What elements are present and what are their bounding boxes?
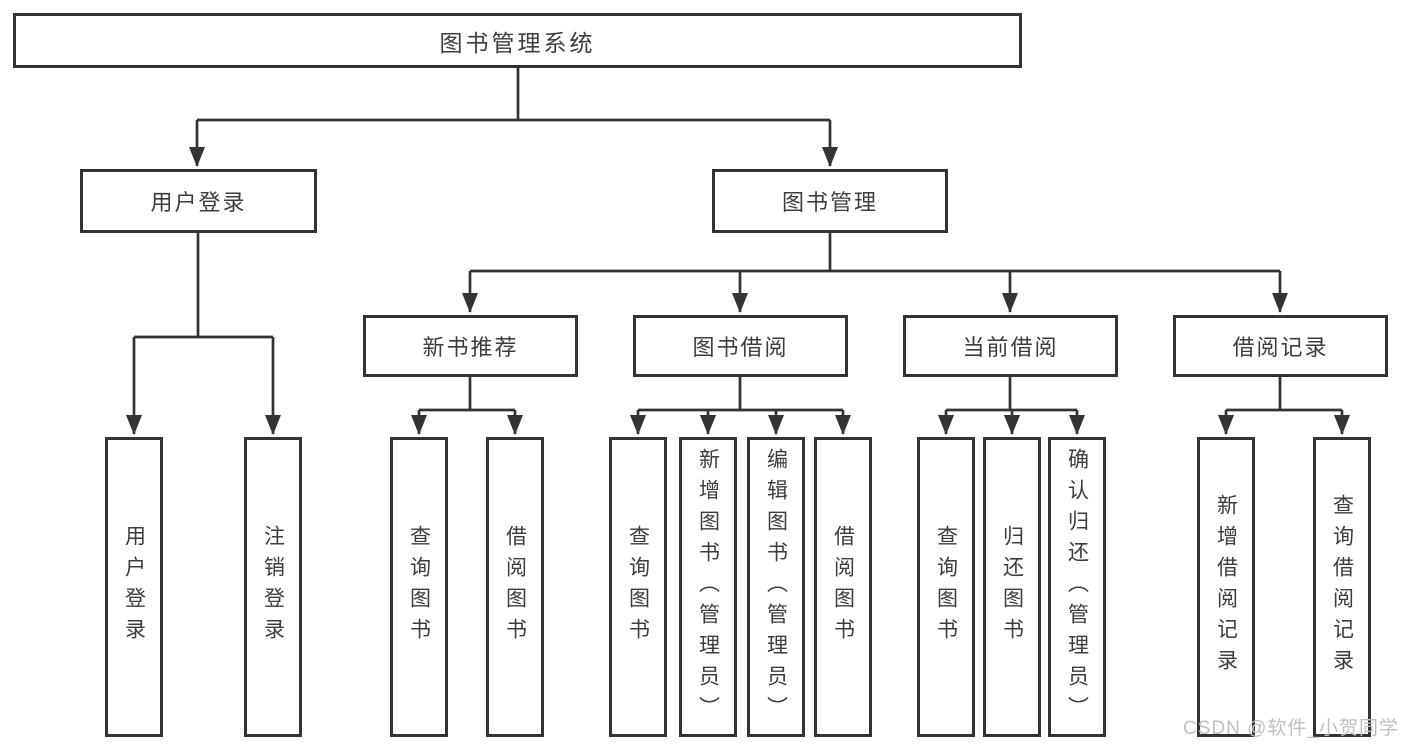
node-book-management: 图书管理 [712, 169, 948, 233]
leaf-current-confirm-admin-label: 确认归还（管理员） [1065, 447, 1089, 727]
leaf-records-query-label: 查询借阅记录 [1330, 494, 1354, 680]
leaf-user-login: 用户登录 [105, 437, 163, 737]
node-book-borrowing: 图书借阅 [633, 315, 848, 377]
node-system-root-label: 图书管理系统 [439, 29, 596, 56]
leaf-user-login-label: 用户登录 [122, 525, 146, 649]
node-new-books-label: 新书推荐 [422, 335, 519, 360]
node-new-books: 新书推荐 [363, 315, 578, 377]
leaf-current-query-label: 查询图书 [934, 525, 958, 649]
leaf-borrowing-edit-admin-label: 编辑图书（管理员） [764, 447, 788, 727]
node-user-login-label: 用户登录 [150, 190, 247, 215]
leaf-current-return-label: 归还图书 [1000, 525, 1024, 649]
leaf-borrowing-borrow-label: 借阅图书 [831, 525, 855, 649]
leaf-newbooks-query: 查询图书 [390, 437, 448, 737]
leaf-newbooks-borrow: 借阅图书 [486, 437, 544, 737]
leaf-borrowing-edit-admin: 编辑图书（管理员） [747, 437, 805, 737]
node-borrow-records: 借阅记录 [1173, 315, 1388, 377]
node-book-borrowing-label: 图书借阅 [692, 335, 789, 360]
leaf-records-add-label: 新增借阅记录 [1214, 494, 1238, 680]
leaf-borrowing-query-label: 查询图书 [626, 525, 650, 649]
node-user-login: 用户登录 [80, 169, 317, 233]
leaf-logout: 注销登录 [244, 437, 302, 737]
leaf-newbooks-query-label: 查询图书 [407, 525, 431, 649]
leaf-current-return: 归还图书 [983, 437, 1041, 737]
node-book-management-label: 图书管理 [781, 190, 878, 215]
node-borrow-records-label: 借阅记录 [1232, 335, 1329, 360]
leaf-current-query: 查询图书 [917, 437, 975, 737]
leaf-current-confirm-admin: 确认归还（管理员） [1048, 437, 1106, 737]
csdn-watermark: CSDN @软件_小贺同学 [1183, 718, 1399, 739]
node-system-root: 图书管理系统 [13, 13, 1022, 68]
leaf-records-add: 新增借阅记录 [1197, 437, 1255, 737]
leaf-borrowing-borrow: 借阅图书 [814, 437, 872, 737]
node-current-borrowing: 当前借阅 [903, 315, 1118, 377]
leaf-logout-label: 注销登录 [261, 525, 285, 649]
leaf-borrowing-add-admin: 新增图书（管理员） [679, 437, 737, 737]
node-current-borrowing-label: 当前借阅 [962, 335, 1059, 360]
leaf-records-query: 查询借阅记录 [1313, 437, 1371, 737]
leaf-borrowing-add-admin-label: 新增图书（管理员） [696, 447, 720, 727]
leaf-borrowing-query: 查询图书 [609, 437, 667, 737]
leaf-newbooks-borrow-label: 借阅图书 [503, 525, 527, 649]
